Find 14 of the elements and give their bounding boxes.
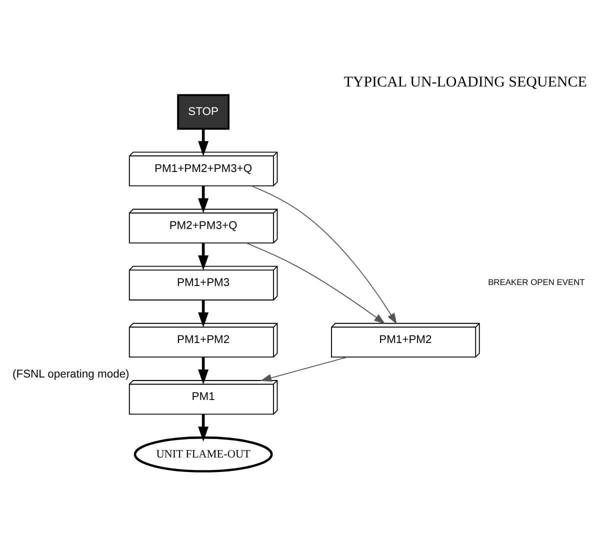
arrow [198,185,209,213]
arrow [198,356,209,384]
node-ellipse: UNIT FLAME-OUT [134,436,273,472]
node-label: (FSNL operating mode) [12,368,130,380]
diagram-title: TYPICAL UN-LOADING SEQUENCE [344,74,587,90]
arrow [198,242,209,270]
label: BREAKER OPEN EVENT [488,276,585,287]
arrow [246,242,386,324]
arrow [250,184,397,324]
arrow [198,300,209,327]
arrow [260,356,348,382]
arrow [198,414,209,442]
node-box: STOP [177,94,230,130]
arrow [198,128,209,156]
